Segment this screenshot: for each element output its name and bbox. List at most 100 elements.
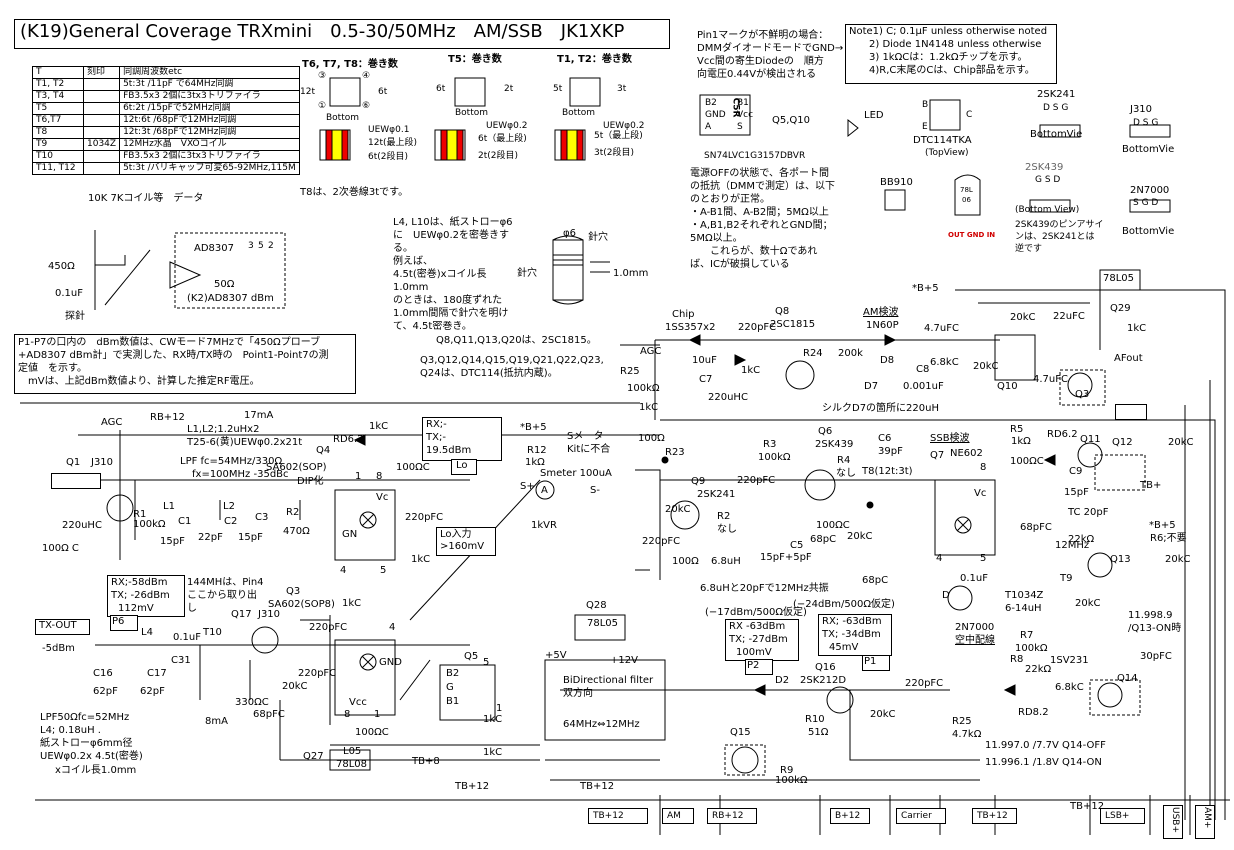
t678-uew: UEWφ0.1 [368,125,410,135]
label-fx: fx=100MHz -35dBc [192,469,289,480]
label-r1v: 100kΩ [133,519,166,530]
label-c68k: 6.8kC [930,357,959,368]
ic-pin-b2: B2 [705,98,717,108]
pin1-note-4: 向電圧0.44Vが検出される [697,69,817,80]
check-note-1: 電源OFFの状態で、各ポート間 [690,168,829,179]
label-rb12: RB+12 [150,412,185,423]
label-r2: R2 [286,507,300,518]
jfet-j310: J310 [1130,104,1153,115]
jfet-2n7000: 2N7000 [1130,185,1170,196]
label-bidir2: 双方向 [563,688,593,699]
notes-box [845,24,1057,84]
label-c10u: 10uF [692,355,717,366]
label-c01b: 0.1uF [960,573,988,584]
label-q10: Q10 [997,381,1018,392]
label-q29: Q29 [1110,303,1131,314]
t678-b: 6t(2段目) [368,152,409,162]
point-box-p2 [725,619,799,661]
t12-left: 5t [553,84,563,94]
label-c100: 100Ω C [42,543,79,554]
tx3: TX; -27dBm [729,634,788,645]
reg-pins: OUT GND IN [948,231,996,239]
note-1: Note1) C; 0.1μF unless otherwise noted [849,26,1048,37]
t678-bottom: Bottom [326,113,360,123]
label-r3: R3 [763,439,777,450]
tx1b: 19.5dBm [426,445,472,456]
label-p30: 30pFC [1140,651,1172,662]
label-am: AM検波 [863,307,899,318]
label-r12: R12 [527,445,547,456]
label-l78l05: 78L05 [587,618,619,629]
label-r1k6: 1kC [483,747,503,758]
connector-am-1: AM [662,808,694,824]
label-r2v: 470Ω [283,526,310,537]
txout: TX-OUT [39,620,77,631]
label-bidir: BiDirectional filter [563,675,654,686]
transistor-symbols [106,360,1123,774]
label-chip: Chip [672,309,695,320]
t5-uew: UEWφ0.2 [486,121,528,131]
label-sk439: 2SK439 [815,439,854,450]
label-a: A [541,485,548,496]
ic-q5-part: SN74LVC1G3157DBVR [704,151,806,161]
label-coillen: xコイル長1.0mm [55,765,137,776]
label-c31: C31 [171,655,191,666]
label-sk241: 2SK241 [697,489,736,500]
label-n5: 5 [380,565,387,576]
coil-table-cell: 1034Z [82,138,121,151]
label-p68: 68pC [810,534,837,545]
straw-hole: 針穴 [588,232,608,243]
note-3: 3) 1kΩCは：1.2kΩチップを示す。 [869,52,1028,63]
label-p15b: 15pF [238,532,263,543]
label-c20k5: 20kC [1165,554,1191,565]
t678-right: 6t [378,87,388,97]
t12-title: T1, T2：巻き数 [557,54,632,65]
label-c8: C8 [916,364,930,375]
mv4: 45mV [829,642,859,653]
ic-pin-s: S [737,122,743,132]
dtc-view: (TopView) [925,148,969,158]
label-vc: Vc [376,492,389,503]
label-c20kc: 20kC [870,709,896,720]
jfet-2sk241-view: BottomVie [1030,129,1083,140]
trans-note-2: Q3,Q12,Q14,Q15,Q19,Q21,Q22,Q23, [420,355,604,366]
label-n4c: 4 [936,553,943,564]
label-r1k7: 1kC [741,365,761,376]
label-r9v: 100kΩ [775,775,808,786]
label-kuchu: 空中配線 [955,635,995,646]
label-n8b: 8 [344,709,351,720]
t12-a: 5t（最上段) [594,131,643,141]
connector-tb12-5: TB+12 [972,808,1017,824]
jfet-j310-view: BottomVie [1122,144,1175,155]
label-r10v: 51Ω [808,727,829,738]
label-m144b: ここから取り出 [187,590,257,601]
label-c47b: 4.7uFC [1033,374,1068,385]
label-d: D [942,590,950,601]
rx3: RX -63dBm [729,621,786,632]
label-n1: 1 [355,471,362,482]
label-r7v: 100kΩ [1015,643,1048,654]
label-gn: GN [342,529,358,540]
jfet-j310-pins: D S G [1133,118,1159,128]
label-d8: D8 [880,355,895,366]
connector-lsb-6: LSB+ [1100,808,1145,824]
label-p5v: +5V [545,650,567,661]
coil-note-8: 1.0mm間隔で針穴を明け [393,308,509,319]
txout-box [35,619,90,635]
label-f2: 11.996.1 /1.8V Q14-ON [985,757,1102,768]
diode-symbols [353,334,1056,696]
label-r1k: 1kC [369,421,389,432]
coil-table-cell: FB3.5x3 2個に3tx3トリファイラ [119,90,300,103]
label-sk212: 2SK212D [800,675,847,686]
label-mhz: 64MHz⇔12MHz [563,719,640,730]
label-c20kb: 20kC [665,504,691,515]
t12-uew: UEWφ0.2 [603,121,645,131]
label-q7: Q7 [930,450,945,461]
sk439-note-3: 逆です [1015,244,1043,254]
coil-table-cell [82,90,121,103]
label-t10: T10 [203,627,222,638]
label-c220u2: 220uHC [708,392,748,403]
label-r6: R6;不要 [1150,533,1187,544]
